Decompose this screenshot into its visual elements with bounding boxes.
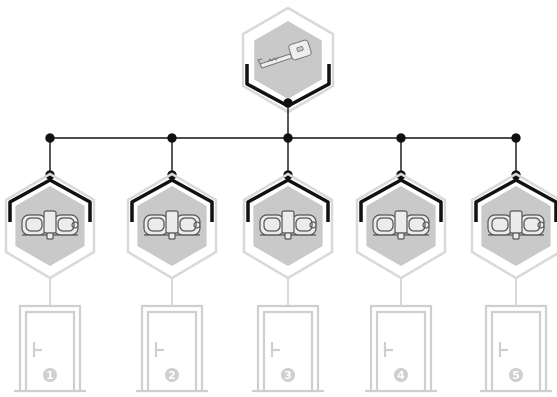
door-icon — [252, 304, 324, 393]
door-number-label: 3 — [284, 369, 292, 382]
lock-cylinder-icon — [372, 210, 430, 240]
cylinder-node — [242, 172, 334, 280]
door-icon — [480, 304, 552, 393]
door-icon — [14, 304, 86, 393]
lock-door-column: 4 — [355, 172, 447, 393]
door-number-badge — [43, 368, 57, 382]
door-number-badge — [509, 368, 523, 382]
cylinder-node — [470, 172, 557, 280]
cylinder-node — [126, 172, 218, 280]
door-number-badge — [281, 368, 295, 382]
lock-door-column: 2 — [126, 172, 218, 393]
door-number-label: 5 — [512, 369, 520, 382]
cylinder-node — [4, 172, 96, 280]
door-number-label: 2 — [168, 369, 176, 382]
door-icon — [136, 304, 208, 393]
door-number-label: 1 — [46, 369, 54, 382]
door-icon — [365, 304, 437, 393]
master-key-node — [241, 6, 335, 114]
door-number-badge — [394, 368, 408, 382]
lock-door-column: 1 — [4, 172, 96, 393]
lock-cylinder-icon — [21, 210, 79, 240]
lock-cylinder-icon — [259, 210, 317, 240]
connector-tree — [45, 98, 521, 180]
door-number-label: 4 — [397, 369, 405, 382]
key-icon — [257, 39, 312, 69]
cylinder-node — [355, 172, 447, 280]
lock-cylinder-icon — [487, 210, 545, 240]
lock-door-column: 3 — [242, 172, 334, 393]
lock-cylinder-icon — [143, 210, 201, 240]
door-number-badge — [165, 368, 179, 382]
lock-door-column: 5 — [470, 172, 557, 393]
